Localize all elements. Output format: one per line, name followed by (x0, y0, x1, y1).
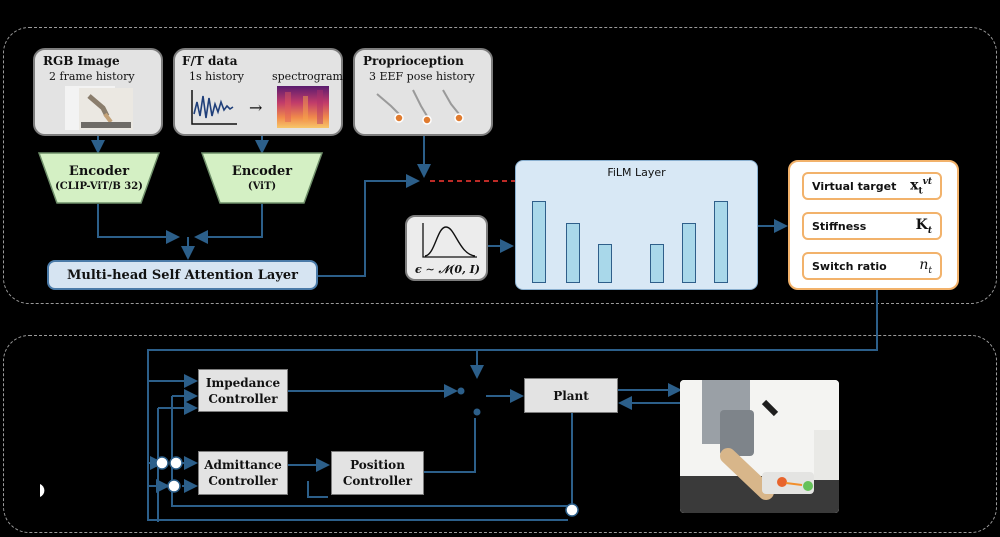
virtual-target-symbol: xtvt (910, 177, 932, 197)
position-controller: Position Controller (331, 451, 424, 495)
rgb-image-subtitle: 2 frame history (49, 70, 135, 83)
impedance-controller-line1: Impedance (205, 375, 281, 390)
spectrogram-image (277, 86, 329, 128)
switch-contact-top (457, 387, 465, 395)
film-unet-bar-4 (650, 244, 664, 283)
eef-pose-history-image (376, 89, 464, 125)
stiffness-output: Stiffness Kt (802, 212, 942, 240)
rgb-frames-image (65, 86, 133, 130)
impedance-controller-line2: Controller (208, 391, 278, 406)
policy-region (3, 27, 997, 304)
clip-encoder-shape (38, 152, 160, 204)
switch-ratio-label: Switch ratio (812, 260, 887, 273)
policy-output-block: Virtual target xtvt Stiffness Kt Switch … (788, 160, 959, 290)
multihead-attention-layer: Multi-head Self Attention Layer (47, 260, 318, 290)
switch-ratio-output: Switch ratio nt (802, 252, 942, 280)
noise-sample-box: ϵ ∼ 𝒩(0, I) (405, 215, 488, 281)
vit-encoder: Encoder (ViT) (201, 152, 323, 204)
virtual-target-label: Virtual target (812, 180, 897, 193)
film-unet-bar-1 (532, 201, 546, 283)
right-arrow-icon: → (249, 98, 263, 117)
proprioception-card: Proprioception 3 EEF pose history (353, 48, 493, 136)
proprioception-subtitle: 3 EEF pose history (369, 70, 475, 83)
ft-signal-plot (191, 90, 237, 125)
admittance-controller-line2: Controller (208, 474, 278, 488)
ft-history-label: 1s history (189, 70, 244, 83)
film-unet-bar-3 (598, 244, 612, 283)
virtual-target-output: Virtual target xtvt (802, 172, 942, 200)
vit-encoder-name: Encoder (231, 164, 293, 179)
gaussian-curve-icon (422, 223, 477, 258)
ft-data-card: F/T data 1s history spectrogram → (173, 48, 343, 136)
noise-distribution-label: ϵ ∼ 𝒩(0, I) (415, 263, 480, 276)
vit-encoder-model: (ViT) (247, 181, 277, 192)
clip-encoder-model: (CLIP-ViT/B 32) (55, 181, 143, 192)
impedance-controller: Impedance Controller (198, 369, 288, 412)
film-unet-bar-2 (566, 223, 580, 283)
admittance-controller: Admittance Controller (198, 451, 288, 495)
film-unet-bar-5 (682, 223, 696, 283)
ft-data-title: F/T data (182, 54, 238, 68)
robot-scene-illustration (680, 380, 839, 513)
position-controller-line1: Position (350, 458, 405, 472)
ft-spectrogram-label: spectrogram (272, 70, 343, 83)
stiffness-symbol: Kt (915, 217, 932, 236)
clip-encoder-name: Encoder (68, 164, 130, 179)
rgb-image-card: RGB Image 2 frame history (33, 48, 163, 136)
admittance-controller-line1: Admittance (204, 458, 282, 472)
vit-encoder-shape (201, 152, 323, 204)
plant-block: Plant (524, 378, 618, 413)
clip-vit-encoder: Encoder (CLIP-ViT/B 32) (38, 152, 160, 204)
rgb-image-title: RGB Image (43, 54, 120, 68)
stiffness-label: Stiffness (812, 220, 867, 233)
switch-contact-bottom (473, 408, 481, 416)
proprioception-title: Proprioception (363, 54, 464, 68)
control-region (3, 335, 997, 533)
position-controller-line2: Controller (342, 474, 413, 488)
switch-ratio-symbol: nt (919, 257, 932, 276)
film-unet-bar-6 (714, 201, 728, 283)
half-circle-marker-icon (40, 484, 45, 497)
film-layer-title: FiLM Layer (607, 166, 666, 179)
robot-photo (680, 380, 839, 513)
